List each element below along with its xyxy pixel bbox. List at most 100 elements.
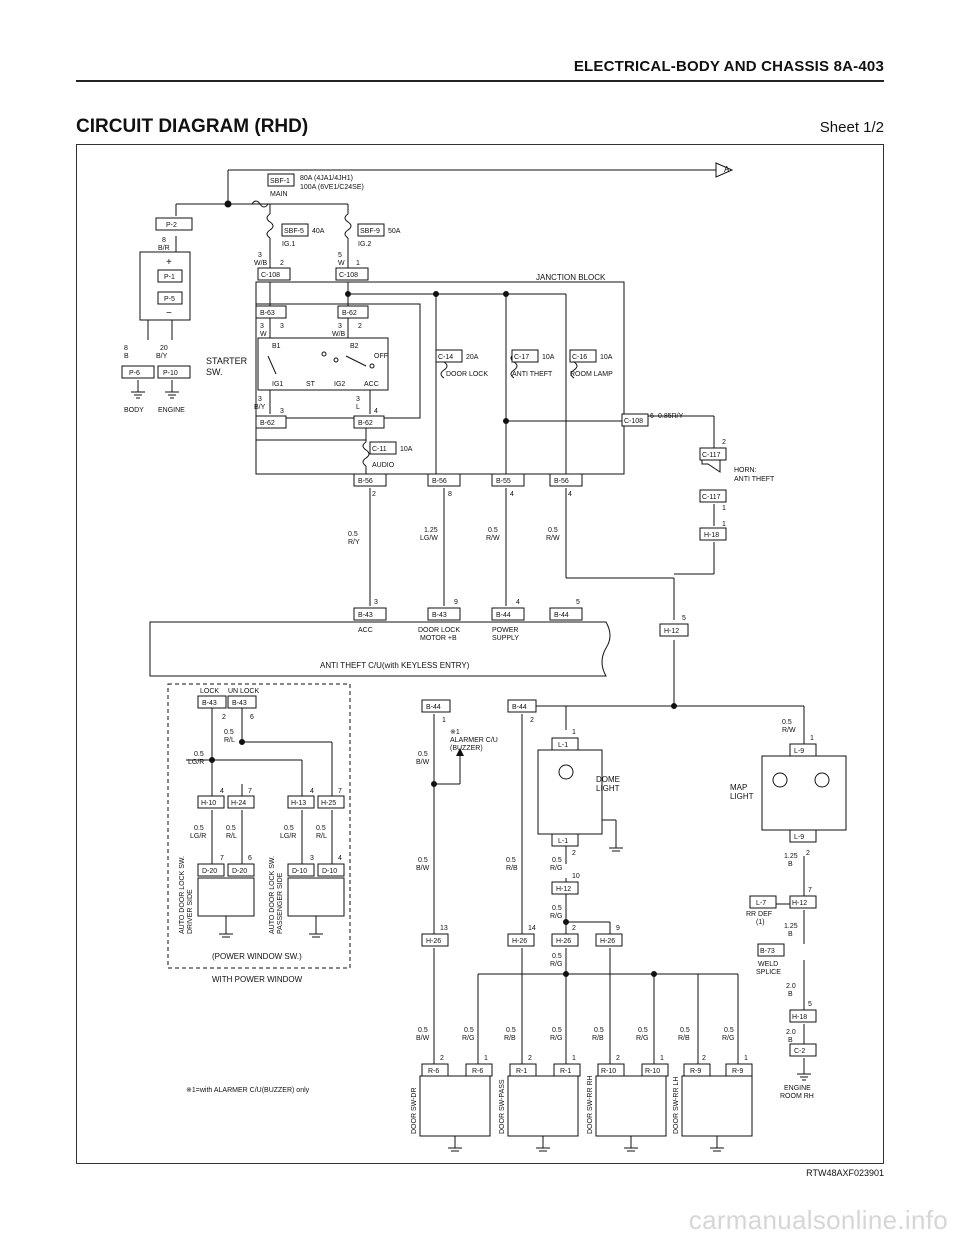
fuse-c14-label: DOOR LOCK bbox=[446, 371, 488, 378]
c117-bot-pin: 1 bbox=[722, 505, 726, 512]
page-header: ELECTRICAL-BODY AND CHASSIS 8A-403 bbox=[76, 58, 884, 82]
alarmer-w2-size: 0.5 bbox=[418, 857, 428, 864]
wire-size-f: 3 bbox=[356, 396, 360, 403]
pw-with-label: WITH POWER WINDOW bbox=[212, 975, 303, 984]
door-pass-w1-color: R/B bbox=[504, 1035, 516, 1042]
pw-right-sw-2: PASSENGER SIDE bbox=[277, 872, 284, 934]
jb-out-4-color: R/W bbox=[546, 535, 560, 542]
jb-out-2-conn: B-56 bbox=[432, 478, 447, 485]
conn-p6: P-6 bbox=[129, 370, 140, 377]
battery-wire-size-1: 8 bbox=[162, 237, 166, 244]
alarmer-w3-color: R/B bbox=[506, 865, 518, 872]
starter-off: OFF bbox=[374, 353, 388, 360]
door-pass-label: DOOR SW-PASS bbox=[499, 1079, 506, 1134]
section-title: ELECTRICAL-BODY AND CHASSIS 8A-403 bbox=[573, 58, 884, 75]
alarmer-label-2: (BUZZER) bbox=[450, 745, 483, 752]
arrow-label: A bbox=[724, 165, 730, 174]
door-pass-conn-b: R-1 bbox=[560, 1068, 571, 1075]
h26-2-conn: H-26 bbox=[512, 938, 527, 945]
jb-out-1-size: 0.5 bbox=[348, 531, 358, 538]
cu-in-1-pin: 3 bbox=[374, 599, 378, 606]
door-rrrh-pin-right: 1 bbox=[660, 1055, 664, 1062]
battery-wire-color-1: B/R bbox=[158, 245, 170, 252]
h26-4-pin: 9 bbox=[616, 925, 620, 932]
dome-w-size: 0.5 bbox=[552, 857, 562, 864]
conn-h24: H-24 bbox=[231, 800, 246, 807]
sheet-number: Sheet 1/2 bbox=[819, 119, 884, 136]
h10-pin: 4 bbox=[220, 788, 224, 795]
map-w-size: 0.5 bbox=[782, 719, 792, 726]
door-dr-conn-b: R-6 bbox=[472, 1068, 483, 1075]
door-pass-w2-color: R/G bbox=[550, 1035, 562, 1042]
d20-b-pin: 6 bbox=[248, 855, 252, 862]
jb-out-3-color: R/W bbox=[486, 535, 500, 542]
door-pass-pin-right: 1 bbox=[572, 1055, 576, 1062]
battery-wire-color-3: B/Y bbox=[156, 353, 168, 360]
pw-w5-size: 0.5 bbox=[284, 825, 294, 832]
door-rrrh-label: DOOR SW-RR RH bbox=[587, 1075, 594, 1134]
h26-2-pin: 14 bbox=[528, 925, 536, 932]
door-dr-w1-color: B/W bbox=[416, 1035, 430, 1042]
door-rrrh-w1-color: R/B bbox=[592, 1035, 604, 1042]
door-rrlh-w1-size: 0.5 bbox=[680, 1027, 690, 1034]
dome-w-color: R/G bbox=[550, 865, 562, 872]
alarmer-label-1: ALARMER C/U bbox=[450, 737, 498, 744]
pw-unlock: UN LOCK bbox=[228, 688, 259, 695]
conn-c2: C-2 bbox=[794, 1048, 805, 1055]
conn-d20-a: D-20 bbox=[202, 868, 217, 875]
fuse-c17: C-17 bbox=[514, 354, 529, 361]
pw-w2-color: R/L bbox=[224, 737, 235, 744]
fuse-c16-label: ROOM LAMP bbox=[570, 371, 613, 378]
jb-out-1-conn: B-56 bbox=[358, 478, 373, 485]
starter-st: ST bbox=[306, 381, 316, 388]
door-rrlh-label: DOOR SW-RR LH bbox=[673, 1077, 680, 1134]
l1-bot-pin: 2 bbox=[572, 850, 576, 857]
fuse-c14-rating: 20A bbox=[466, 354, 479, 361]
ground-engine-room-1: ENGINE bbox=[784, 1085, 811, 1092]
door-rrlh-w2-size: 0.5 bbox=[724, 1027, 734, 1034]
conn-l1-top: L-1 bbox=[558, 742, 568, 749]
watermark: carmanualsonline.info bbox=[688, 1205, 948, 1235]
cu-h12-pin: 5 bbox=[682, 615, 686, 622]
fuse-ig2-label: IG.2 bbox=[358, 241, 371, 248]
map-w3-color: B bbox=[788, 931, 793, 938]
cu-in-2-label: DOOR LOCK bbox=[418, 627, 460, 634]
door-pass-w2-size: 0.5 bbox=[552, 1027, 562, 1034]
pw-w6-color: R/L bbox=[316, 833, 327, 840]
starter-ig2: IG2 bbox=[334, 381, 345, 388]
cu-in-2-conn: B-43 bbox=[432, 612, 447, 619]
fuse-main-rating-b: 100A (6VE1/C24SE) bbox=[300, 184, 364, 191]
jb-out-1-pin: 2 bbox=[372, 491, 376, 498]
fuse-ig1-id: SBF-5 bbox=[284, 228, 304, 235]
wire-color-a: W/B bbox=[254, 260, 268, 267]
starter-acc: ACC bbox=[364, 381, 379, 388]
conn-b43-a: B-43 bbox=[202, 700, 217, 707]
battery-plus: + bbox=[166, 257, 172, 268]
b44-a-pin: 1 bbox=[442, 717, 446, 724]
pw-w4-color: R/L bbox=[226, 833, 237, 840]
conn-c117-bot: C-117 bbox=[702, 494, 721, 501]
h26-3-conn: H-26 bbox=[556, 938, 571, 945]
door-pass-pin-left: 2 bbox=[528, 1055, 532, 1062]
h26-3-pin: 2 bbox=[572, 925, 576, 932]
starter-b1: B1 bbox=[272, 343, 281, 350]
jb-out-1-color: R/Y bbox=[348, 539, 360, 546]
door-rrrh-w1-size: 0.5 bbox=[594, 1027, 604, 1034]
fuse-c11-label: AUDIO bbox=[372, 462, 395, 469]
cu-in-3-pin: 4 bbox=[516, 599, 520, 606]
conn-b63: B-63 bbox=[260, 310, 275, 317]
dome-label-1: DOME bbox=[596, 775, 620, 784]
door-dr-w2-color: R/G bbox=[462, 1035, 474, 1042]
cu-in-2-label2: MOTOR +B bbox=[420, 635, 457, 642]
door-rrrh-pin-left: 2 bbox=[616, 1055, 620, 1062]
conn-d10-b: D-10 bbox=[322, 868, 337, 875]
dome-w2-size: 0.5 bbox=[552, 905, 562, 912]
fuse-ig1-rating: 40A bbox=[312, 228, 325, 235]
door-dr-pin-left: 2 bbox=[440, 1055, 444, 1062]
fuse-c14: C-14 bbox=[438, 354, 453, 361]
l1-top-pin: 1 bbox=[572, 729, 576, 736]
b62-left-pin: 3 bbox=[280, 408, 284, 415]
rr-def-1: RR DEF bbox=[746, 911, 772, 918]
fuse-main-label: MAIN bbox=[270, 191, 288, 198]
alarmer-w1-size: 0.5 bbox=[418, 751, 428, 758]
